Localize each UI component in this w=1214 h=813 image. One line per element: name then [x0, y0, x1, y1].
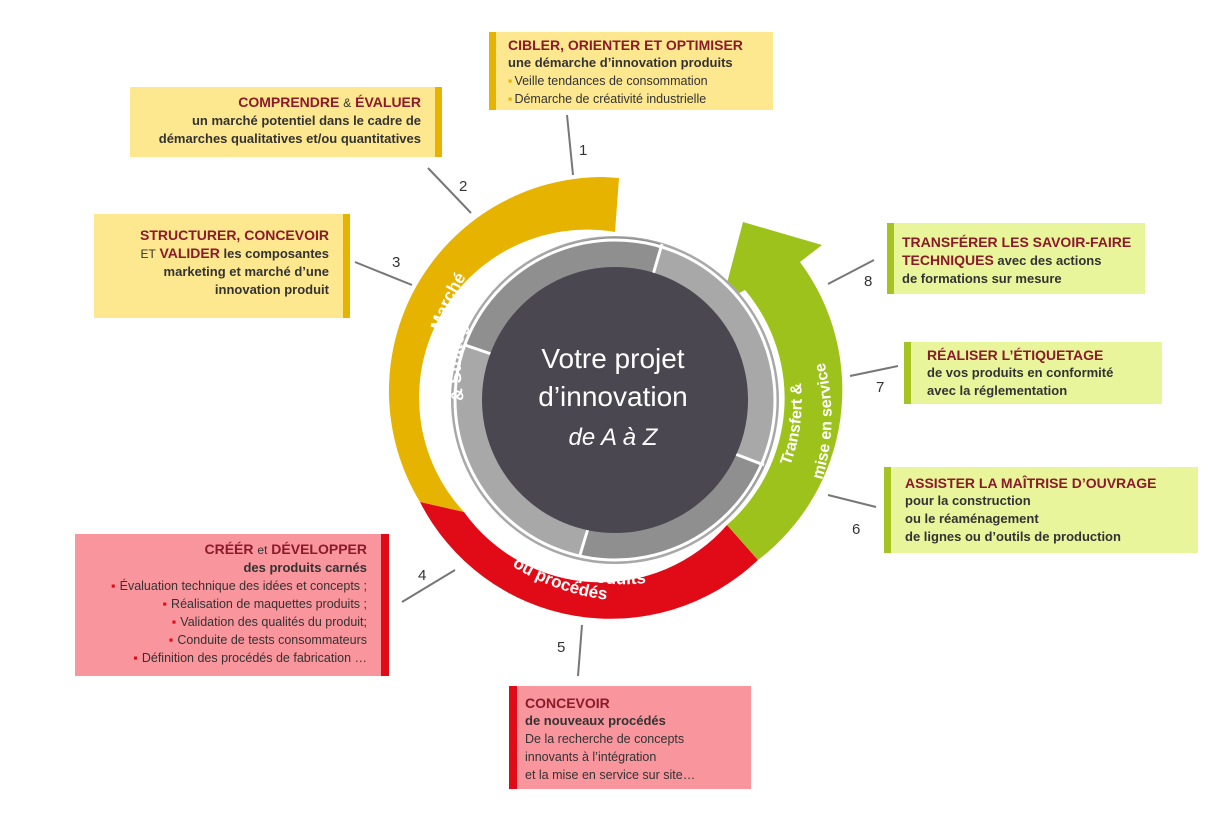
box-creer-title: CRÉÉR et DÉVELOPPER: [75, 540, 367, 559]
box-assister-title: ASSISTER LA MAÎTRISE D’OUVRAGE: [905, 475, 1157, 491]
box-assister-line: pour la construction: [905, 493, 1031, 508]
box-assister: ASSISTER LA MAÎTRISE D’OUVRAGE pour la c…: [884, 467, 1198, 553]
box-comprendre-title-b: ÉVALUER: [355, 94, 421, 110]
step-number-7: 7: [876, 379, 885, 396]
box-structurer-line1-rest: les composantes: [223, 246, 330, 261]
step-number-6: 6: [852, 521, 861, 538]
connector-5: [577, 624, 583, 677]
step-number-3: 3: [392, 254, 401, 271]
box-assister-line: de lignes ou d’outils de production: [905, 529, 1121, 544]
box-structurer-line2: marketing et marché d’une: [163, 264, 329, 279]
box-concevoir: CONCEVOIR de nouveaux procédés De la rec…: [509, 686, 751, 789]
box-assister-line: ou le réaménagement: [905, 511, 1039, 526]
box-transferer: TRANSFÉRER LES SAVOIR-FAIRE TECHNIQUES a…: [887, 223, 1145, 294]
box-cibler-subtitle: une démarche d’innovation produits: [508, 55, 733, 70]
box-creer-item: Évaluation technique des idées et concep…: [75, 577, 367, 595]
box-realiser: RÉALISER L’ÉTIQUETAGE de vos produits en…: [904, 342, 1162, 404]
box-transferer-title-2: TECHNIQUES: [902, 252, 994, 268]
connector-6: [827, 494, 877, 508]
box-creer-item: Définition des procédés de fabrication …: [75, 649, 367, 667]
connector-2: [427, 167, 472, 214]
box-realiser-line: de vos produits en conformité: [927, 365, 1114, 380]
box-comprendre-line1: un marché potentiel dans le cadre de: [191, 113, 421, 128]
center-line-3: de A à Z: [569, 424, 659, 451]
center-line-2: d’innovation: [538, 381, 687, 412]
step-number-5: 5: [557, 639, 566, 656]
connector-1: [566, 114, 574, 176]
box-structurer-title: STRUCTURER, CONCEVOIR: [139, 227, 329, 243]
connector-7: [849, 365, 899, 377]
step-number-4: 4: [418, 567, 427, 584]
box-concevoir-line: De la recherche de concepts: [525, 732, 685, 746]
box-creer-title-b: DÉVELOPPER: [271, 541, 367, 557]
box-structurer-line3: innovation produit: [214, 282, 329, 297]
box-cibler-item: Démarche de créativité industrielle: [508, 90, 773, 108]
box-cibler-title: CIBLER, ORIENTER ET OPTIMISER: [508, 37, 743, 53]
marketing-arc: [388, 177, 619, 512]
connector-3: [354, 261, 413, 286]
box-realiser-title: RÉALISER L’ÉTIQUETAGE: [927, 347, 1104, 363]
box-creer: CRÉÉR et DÉVELOPPER des produits carnés …: [75, 534, 389, 676]
box-creer-item: Validation des qualités du produit;: [75, 613, 367, 631]
box-cibler: CIBLER, ORIENTER ET OPTIMISER une démarc…: [489, 32, 773, 110]
box-transferer-line3: de formations sur mesure: [902, 271, 1062, 286]
box-creer-title-a: CRÉÉR: [204, 541, 254, 557]
box-concevoir-title: CONCEVOIR: [525, 695, 610, 711]
box-creer-subtitle: des produits carnés: [243, 560, 367, 575]
step-number-8: 8: [864, 273, 873, 290]
connector-8: [827, 259, 875, 285]
step-number-2: 2: [459, 178, 468, 195]
box-structurer: STRUCTURER, CONCEVOIR ET VALIDER les com…: [94, 214, 350, 318]
center-circle: [482, 267, 748, 533]
box-concevoir-line: et la mise en service sur site…: [525, 768, 696, 782]
connector-4: [401, 569, 456, 603]
box-comprendre-amp: &: [343, 96, 352, 110]
box-creer-item: Conduite de tests consommateurs: [75, 631, 367, 649]
box-creer-item: Réalisation de maquettes produits ;: [75, 595, 367, 613]
box-comprendre-line2: démarches qualitatives et/ou quantitativ…: [158, 131, 421, 146]
box-concevoir-line: innovants à l’intégration: [525, 750, 657, 764]
box-structurer-valider: VALIDER: [159, 245, 220, 261]
transfert-arc: [722, 222, 843, 560]
box-realiser-line: avec la réglementation: [927, 383, 1068, 398]
box-creer-et: et: [257, 543, 268, 557]
box-comprendre-title-a: COMPRENDRE: [238, 94, 340, 110]
box-comprendre: COMPRENDRE & ÉVALUER un marché potentiel…: [130, 87, 442, 157]
box-cibler-item: Veille tendances de consommation: [508, 72, 773, 90]
step-number-1: 1: [579, 142, 588, 159]
ring-outline: [453, 238, 777, 562]
developpement-arc: [420, 502, 758, 619]
box-transferer-line2-rest: avec des actions: [997, 253, 1102, 268]
box-concevoir-subtitle: de nouveaux procédés: [525, 713, 666, 728]
box-comprendre-title: COMPRENDRE & ÉVALUER: [130, 93, 421, 112]
center-line-1: Votre projet: [541, 343, 684, 374]
connector-lines: [354, 114, 899, 677]
box-transferer-title-1: TRANSFÉRER LES SAVOIR-FAIRE: [902, 234, 1132, 250]
box-structurer-et: ET: [140, 247, 156, 261]
